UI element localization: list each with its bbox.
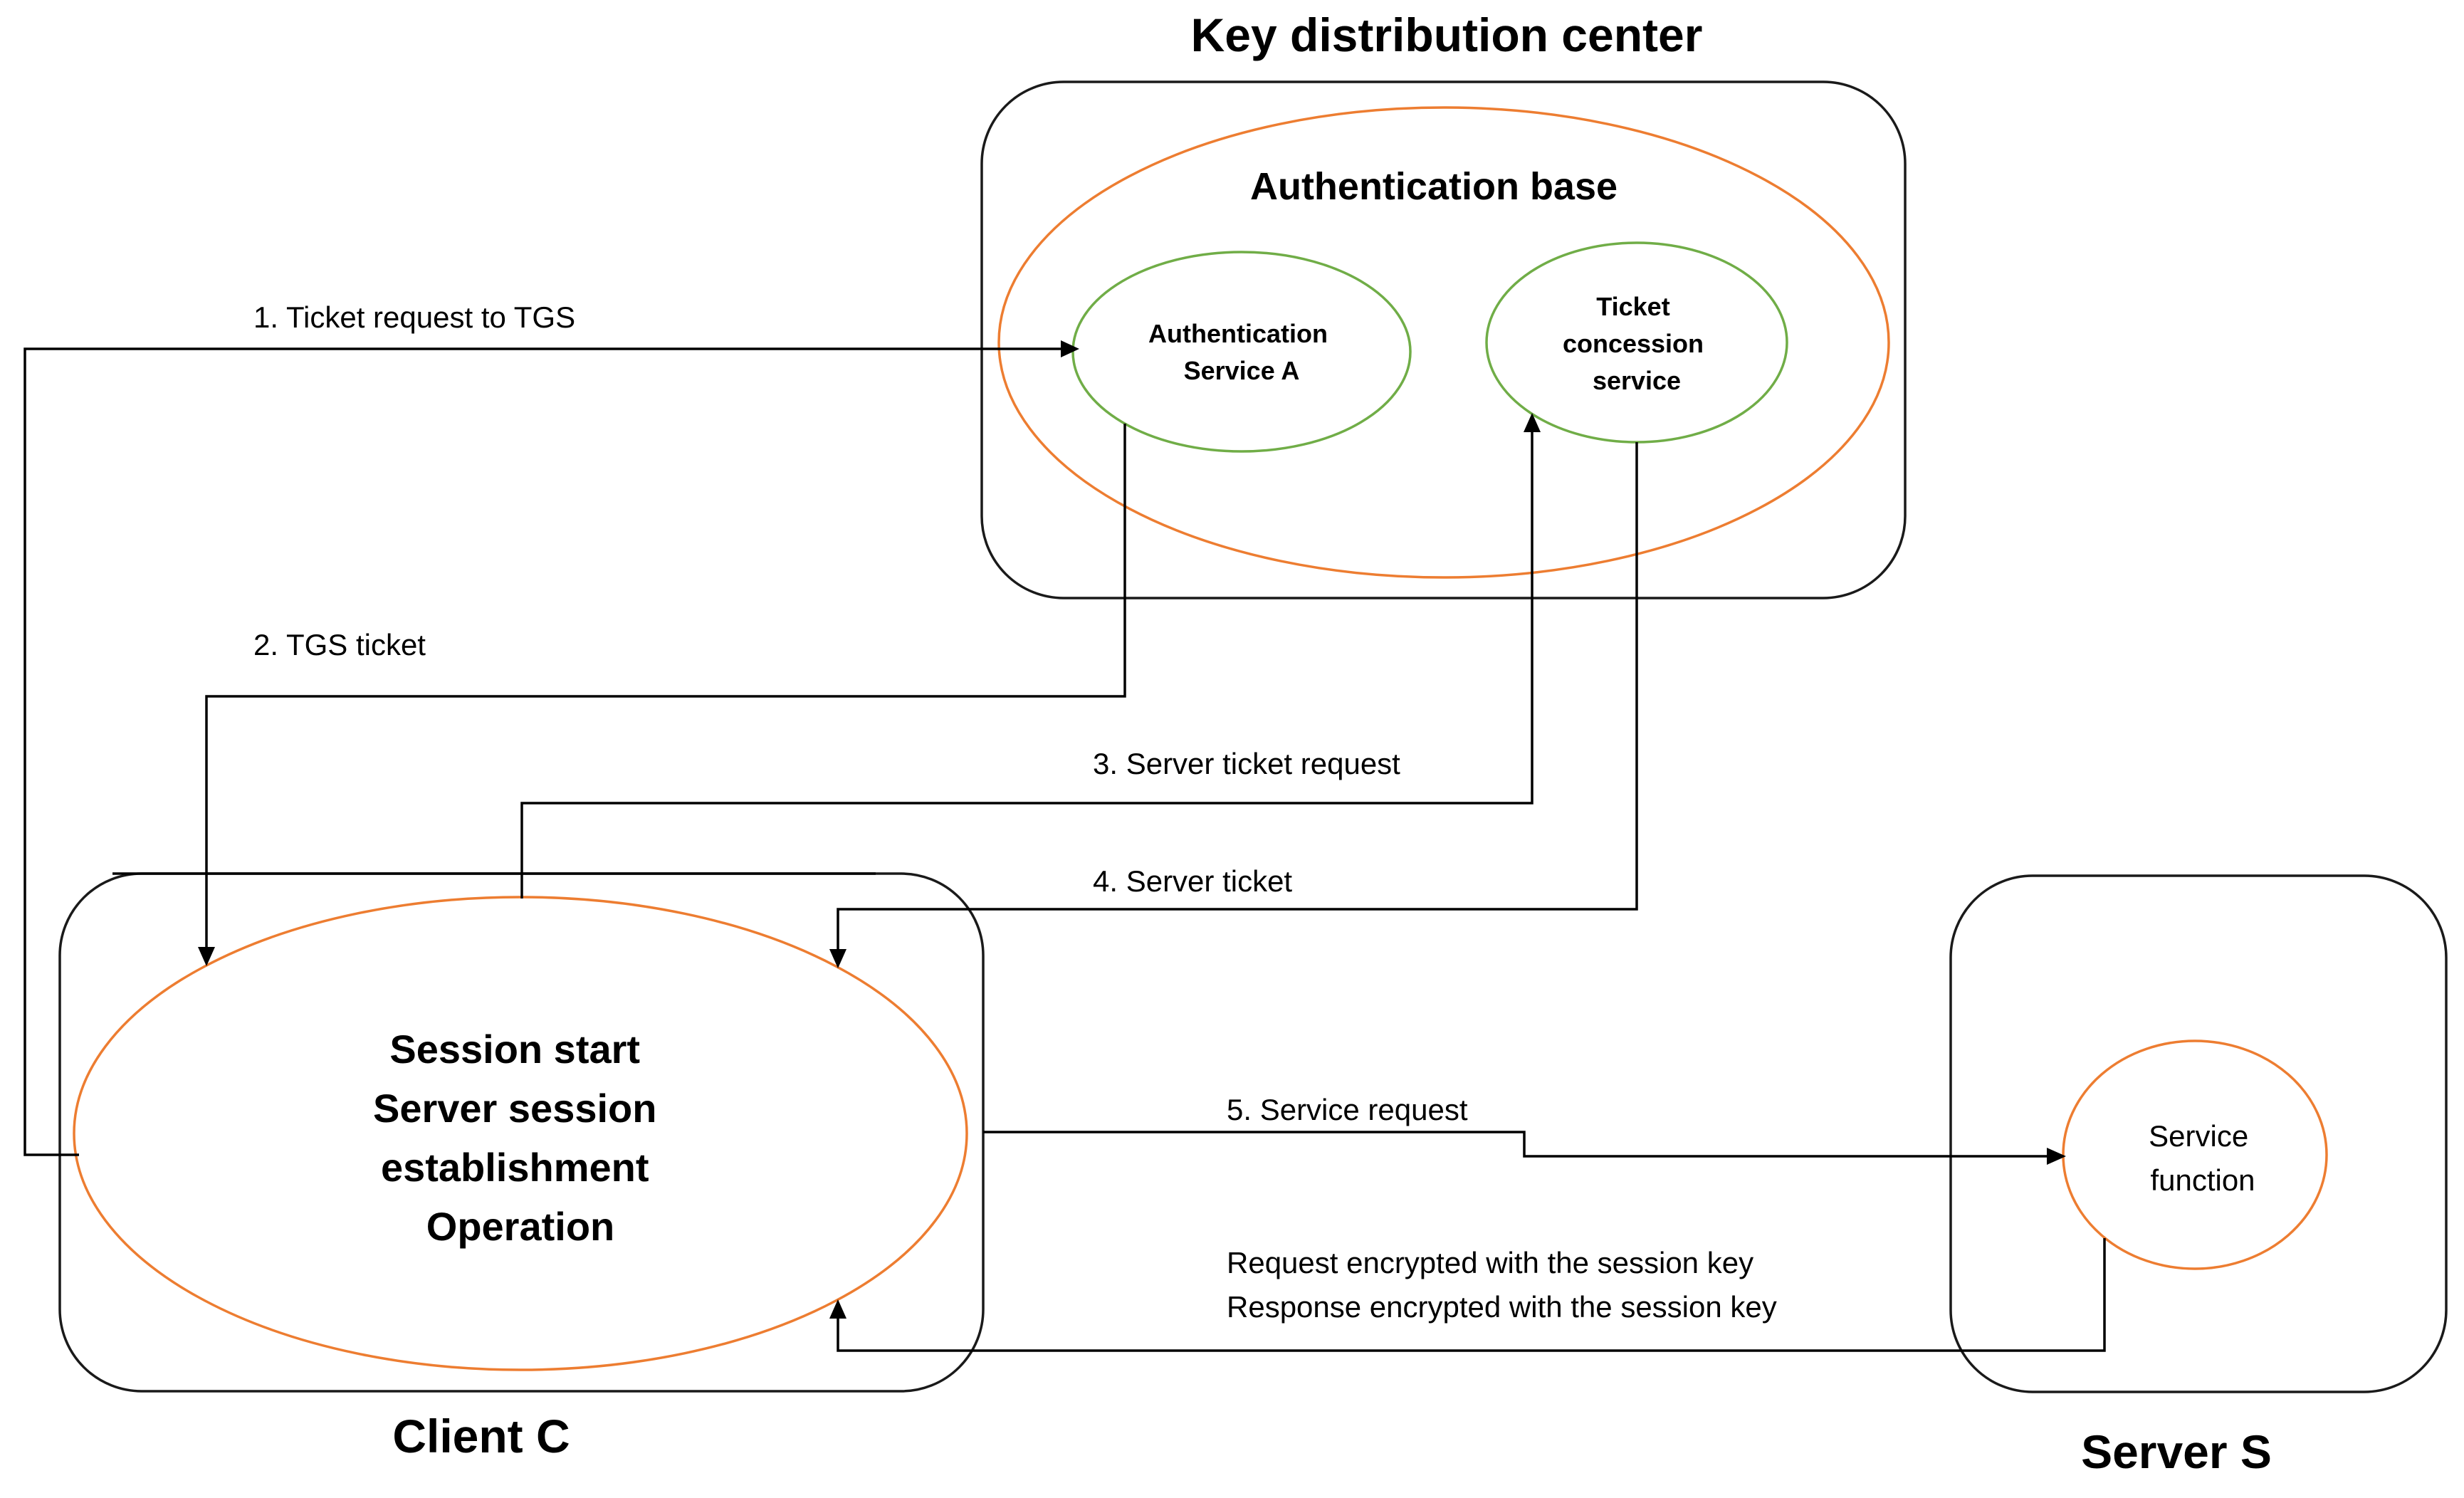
flow-label-encrypted-request: Request encrypted with the session key — [1227, 1246, 1753, 1279]
arrowhead-step2 — [198, 947, 215, 966]
flow-label-step5: 5. Service request — [1227, 1093, 1468, 1126]
server-title: Server S — [2081, 1425, 2272, 1478]
tgs-label: Ticket concession service — [1563, 292, 1711, 395]
flow-label-step1: 1. Ticket request to TGS — [253, 300, 575, 334]
flow-label-encrypted-response: Response encrypted with the session key — [1227, 1290, 1777, 1324]
flow-line-step5 — [983, 1131, 2048, 1158]
flow-label-step2: 2. TGS ticket — [253, 628, 426, 661]
arrowhead-encrypted-response — [829, 1299, 846, 1319]
kdc-container — [980, 80, 1907, 599]
flow-label-step4: 4. Server ticket — [1093, 864, 1292, 898]
authentication-base-title: Authentication base — [1250, 165, 1618, 208]
client-title: Client C — [392, 1410, 570, 1462]
flow-label-step3: 3. Server ticket request — [1093, 747, 1400, 780]
arrowhead-step4 — [829, 949, 846, 968]
client-session-label: Session start Server session establishme… — [373, 1027, 668, 1249]
authentication-service-ellipse — [1071, 251, 1412, 453]
flow-line-step1 — [23, 347, 1064, 1156]
authentication-base-ellipse — [997, 106, 1890, 579]
server-container — [1949, 874, 2448, 1393]
flow-line-encrypted-response — [837, 1238, 2106, 1352]
arrowhead-step3 — [1524, 413, 1541, 432]
kdc-title: Key distribution center — [1191, 9, 1703, 61]
service-function-label: Service function — [2149, 1119, 2257, 1197]
flow-line-step3 — [520, 431, 1534, 899]
arrowhead-step5 — [2047, 1148, 2066, 1165]
flow-line-step2 — [205, 424, 1126, 948]
client-session-ellipse — [73, 896, 968, 1371]
service-function-ellipse — [2062, 1039, 2328, 1270]
flow-line-step4 — [837, 442, 1638, 950]
authentication-service-label: Authentication Service A — [1148, 319, 1335, 385]
arrowhead-step1 — [1061, 340, 1079, 357]
